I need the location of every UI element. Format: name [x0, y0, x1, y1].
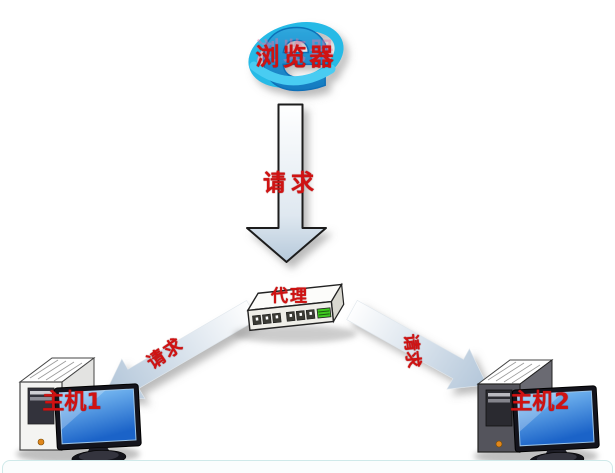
browser-icon: e	[248, 0, 344, 116]
proxy-router-icon	[233, 282, 357, 343]
browser-e-glyph: e	[259, 0, 334, 115]
browser-label: 浏览器	[255, 43, 337, 71]
host1-tower-vents	[29, 359, 83, 382]
host2-computer-icon	[474, 359, 600, 468]
host1-power-button	[37, 438, 45, 446]
router-port-pins	[255, 311, 313, 321]
router-led-line	[318, 310, 330, 313]
request-arrow-down	[246, 103, 327, 263]
proxy-label: 代理	[271, 286, 309, 307]
request-arrow-right	[346, 299, 488, 390]
host2-tower-vents	[487, 361, 541, 384]
host1-label: 主机1	[42, 390, 102, 415]
host2-monitor-screen	[516, 390, 595, 447]
browser-ring-front	[249, 61, 336, 86]
host1-bay-slot	[30, 397, 52, 401]
router-led-line	[318, 313, 330, 316]
host1-screen-gloss	[59, 390, 106, 430]
router-ports	[252, 309, 316, 326]
router-led-panel	[316, 307, 332, 319]
bottom-panel-edge	[2, 460, 613, 473]
host2-monitor	[511, 385, 600, 468]
request-label-middle: 请求	[263, 170, 319, 197]
host1-monitor-base-top	[78, 450, 119, 462]
host2-power-button	[495, 440, 503, 448]
host1-bay-slot	[30, 391, 52, 395]
host2-bay-slot	[488, 393, 510, 397]
host2-screen-gloss	[517, 392, 564, 432]
host1-monitor-screen	[58, 388, 137, 445]
host2-label: 主机2	[510, 390, 570, 415]
host1-computer-icon	[16, 357, 142, 466]
request-label-right: 请求	[399, 332, 424, 369]
host1-monitor	[53, 383, 142, 466]
host2-bay-slot	[488, 399, 510, 403]
